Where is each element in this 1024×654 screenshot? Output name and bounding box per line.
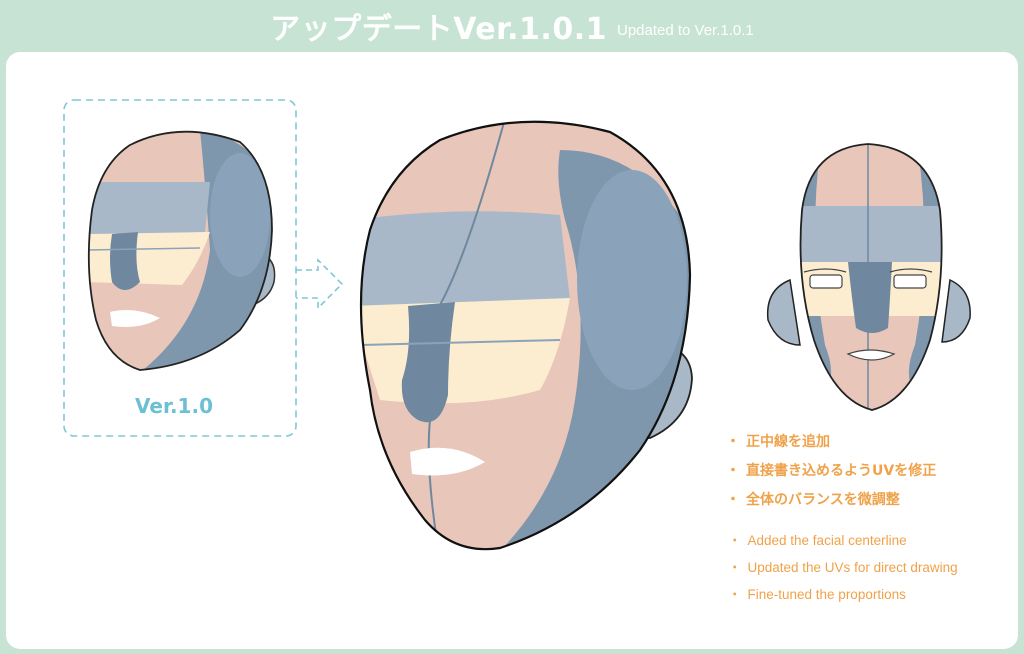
new-head-large bbox=[359, 120, 693, 551]
old-head bbox=[87, 130, 276, 371]
old-version-frame bbox=[63, 99, 297, 437]
note-jp-item: ・全体のバランスを微調整 bbox=[726, 492, 900, 508]
front-mouth bbox=[846, 349, 896, 361]
bullet-icon: ・ bbox=[726, 434, 740, 450]
right-eye bbox=[893, 274, 927, 289]
notes-english: ・Added the facial centerline ・Updated th… bbox=[728, 527, 958, 608]
bullet-icon: ・ bbox=[728, 533, 742, 548]
left-eye bbox=[809, 274, 843, 289]
bullet-icon: ・ bbox=[726, 463, 740, 479]
page-title: アップデートVer.1.0.1 bbox=[270, 12, 607, 47]
notes-japanese: ・正中線を追加 ・直接書き込めるようUVを修正 ・全体のバランスを微調整 bbox=[726, 428, 936, 515]
bullet-icon: ・ bbox=[726, 492, 740, 508]
note-en-item: ・Fine-tuned the proportions bbox=[728, 587, 906, 602]
header-bar: アップデートVer.1.0.1 Updated to Ver.1.0.1 bbox=[0, 0, 1024, 52]
note-jp-item: ・正中線を追加 bbox=[726, 434, 830, 450]
page-subtitle: Updated to Ver.1.0.1 bbox=[616, 21, 754, 39]
new-head-front bbox=[766, 143, 971, 411]
note-en-item: ・Updated the UVs for direct drawing bbox=[728, 560, 958, 575]
bullet-icon: ・ bbox=[728, 587, 742, 602]
front-ear-left bbox=[766, 278, 801, 346]
note-jp-item: ・直接書き込めるようUVを修正 bbox=[726, 463, 937, 479]
note-en-item: ・Added the facial centerline bbox=[728, 533, 907, 548]
arrow-right-icon bbox=[296, 258, 344, 310]
old-version-label: Ver.1.0 bbox=[135, 394, 213, 418]
front-ear-right bbox=[941, 278, 971, 343]
bullet-icon: ・ bbox=[728, 560, 742, 575]
